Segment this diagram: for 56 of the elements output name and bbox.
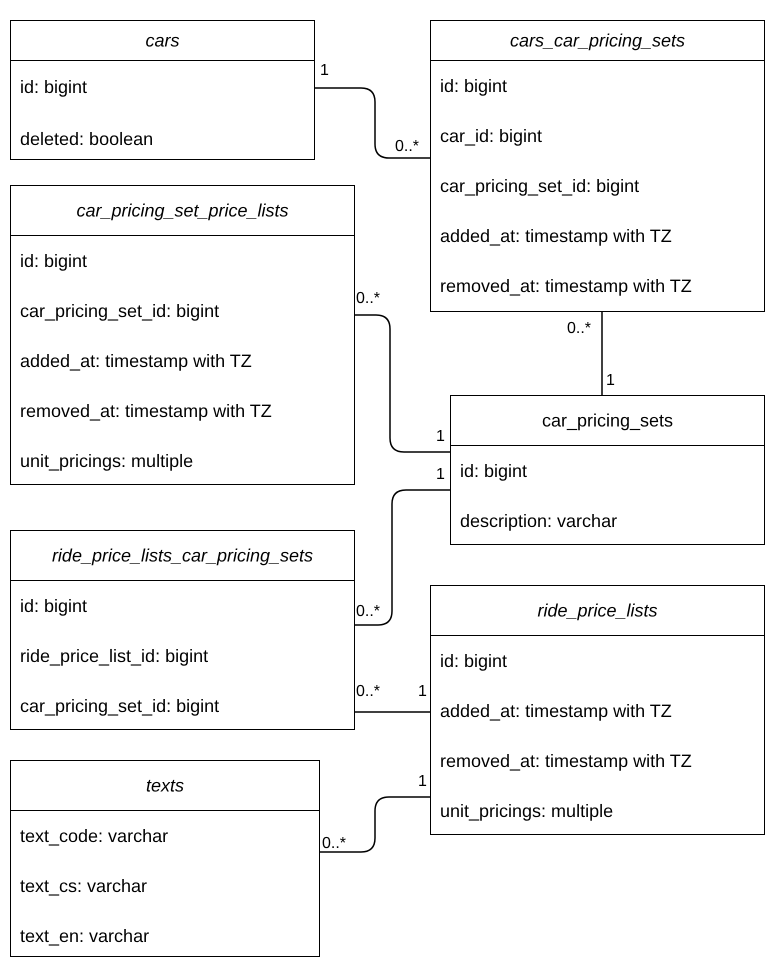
column-field: added_at: timestamp with TZ: [20, 350, 252, 372]
column-field: removed_at: timestamp with TZ: [20, 400, 272, 422]
entity-table: [10, 185, 355, 485]
multiplicity-label: 1: [320, 62, 329, 80]
relationship-line: [355, 314, 450, 453]
table-name: ride_price_lists_car_pricing_sets: [50, 545, 314, 566]
relationship-line: [601, 312, 603, 395]
multiplicity-label: 0..*: [356, 290, 380, 308]
entity-table: [10, 530, 355, 730]
table-name: car_pricing_set_price_lists: [75, 200, 290, 221]
multiplicity-label: 1: [418, 773, 427, 791]
multiplicity-label: 0..*: [356, 683, 380, 701]
table-name: texts: [144, 775, 185, 796]
column-field: car_pricing_set_id: bigint: [20, 300, 220, 322]
column-field: text_cs: varchar: [20, 875, 148, 897]
column-field: deleted: boolean: [20, 128, 154, 150]
column-field: id: bigint: [20, 76, 88, 98]
column-field: car_id: bigint: [440, 125, 542, 147]
column-field: removed_at: timestamp with TZ: [440, 275, 692, 297]
column-field: id: bigint: [440, 650, 508, 672]
column-field: car_pricing_set_id: bigint: [20, 695, 220, 717]
table-name: car_pricing_sets: [540, 410, 674, 431]
multiplicity-label: 0..*: [322, 835, 346, 853]
multiplicity-label: 1: [436, 428, 445, 446]
relationship-line: [355, 489, 450, 626]
column-field: id: bigint: [20, 595, 88, 617]
multiplicity-label: 0..*: [356, 603, 380, 621]
column-field: unit_pricings: multiple: [20, 450, 194, 472]
entity-table: [430, 585, 765, 835]
column-field: removed_at: timestamp with TZ: [440, 750, 692, 772]
column-field: id: bigint: [460, 460, 528, 482]
multiplicity-label: 1: [436, 466, 445, 484]
column-field: added_at: timestamp with TZ: [440, 700, 672, 722]
column-field: id: bigint: [20, 250, 88, 272]
entity-table: [10, 760, 320, 957]
multiplicity-label: 0..*: [567, 320, 592, 338]
column-field: id: bigint: [440, 75, 508, 97]
column-field: unit_pricings: multiple: [440, 800, 614, 822]
multiplicity-label: 1: [606, 372, 615, 390]
entity-table: [10, 20, 315, 160]
multiplicity-label: 1: [418, 683, 427, 701]
column-field: text_en: varchar: [20, 925, 150, 947]
column-field: ride_price_list_id: bigint: [20, 645, 208, 667]
relationship-line: [320, 796, 430, 853]
column-field: car_pricing_set_id: bigint: [440, 175, 640, 197]
relationship-line: [355, 711, 430, 713]
multiplicity-label: 0..*: [395, 138, 420, 156]
table-name: ride_price_lists: [536, 600, 659, 621]
entity-table: [450, 395, 765, 545]
table-name: cars_car_pricing_sets: [508, 30, 686, 51]
entity-table: [430, 20, 765, 312]
table-name: cars: [144, 30, 180, 51]
relationship-line: [315, 87, 430, 159]
column-field: text_code: varchar: [20, 825, 168, 847]
column-field: description: varchar: [460, 510, 618, 532]
column-field: added_at: timestamp with TZ: [440, 225, 672, 247]
